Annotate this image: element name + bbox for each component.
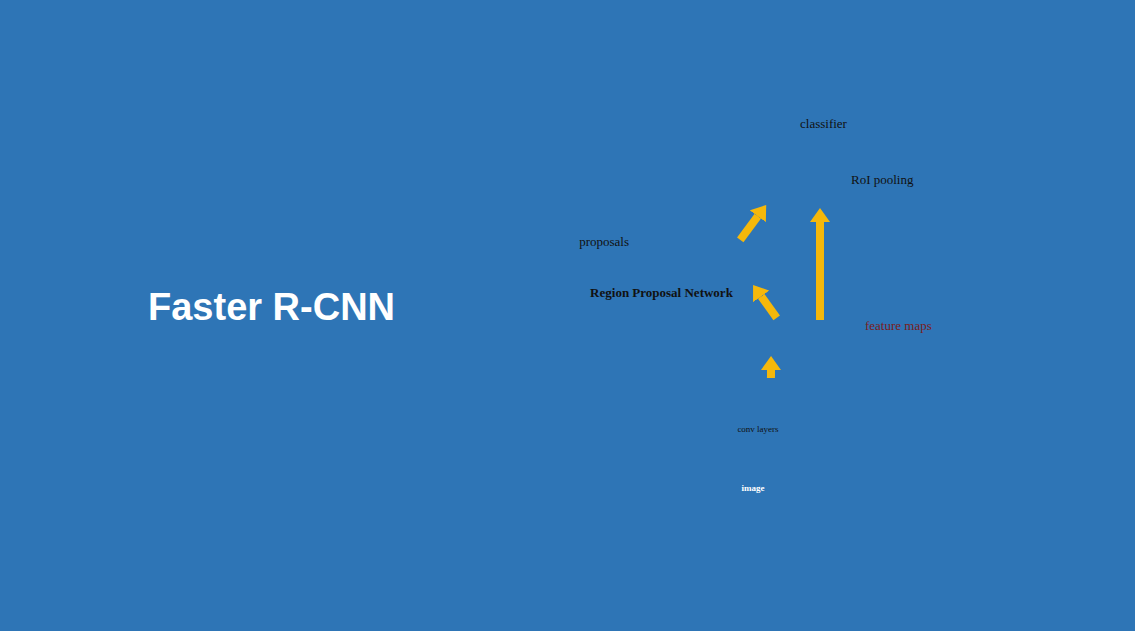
node-label: image xyxy=(728,484,778,494)
conv-block: conv layers xyxy=(686,361,858,475)
node-label: proposals xyxy=(579,235,629,249)
layer-plane: feature maps xyxy=(697,298,863,355)
layer-plane: image xyxy=(650,427,897,500)
flow-arrow xyxy=(767,370,775,378)
outline-face xyxy=(650,427,897,500)
flow-arrow xyxy=(740,216,758,240)
classifier-arrow xyxy=(762,127,782,160)
node-outline xyxy=(650,427,897,500)
node-label: conv layers xyxy=(686,385,830,475)
panel-ground xyxy=(550,117,963,503)
outline-face xyxy=(612,226,783,277)
outline-face xyxy=(697,140,870,193)
roi-boxes xyxy=(738,147,836,189)
layer-plane: RoI pooling xyxy=(697,140,870,193)
proposal-boxes xyxy=(640,232,742,272)
outline-face xyxy=(697,298,863,355)
node-outline xyxy=(686,361,858,475)
flow-arrow xyxy=(816,222,824,320)
image-photo xyxy=(640,427,910,502)
layer-plane: proposals xyxy=(612,226,783,277)
node-outline xyxy=(612,226,783,277)
outline-face xyxy=(686,385,830,475)
node-outline xyxy=(697,140,870,193)
outline-face xyxy=(830,361,858,475)
slide-title: Faster R-CNN xyxy=(148,286,395,329)
flow-arrow xyxy=(761,296,776,318)
stage-label: classifier xyxy=(800,116,847,132)
outline-face xyxy=(686,361,858,385)
node-outline xyxy=(697,298,863,355)
node-label: feature maps xyxy=(865,319,932,333)
node-label: RoI pooling xyxy=(851,173,913,187)
edge-label: Region Proposal Network xyxy=(590,285,733,301)
